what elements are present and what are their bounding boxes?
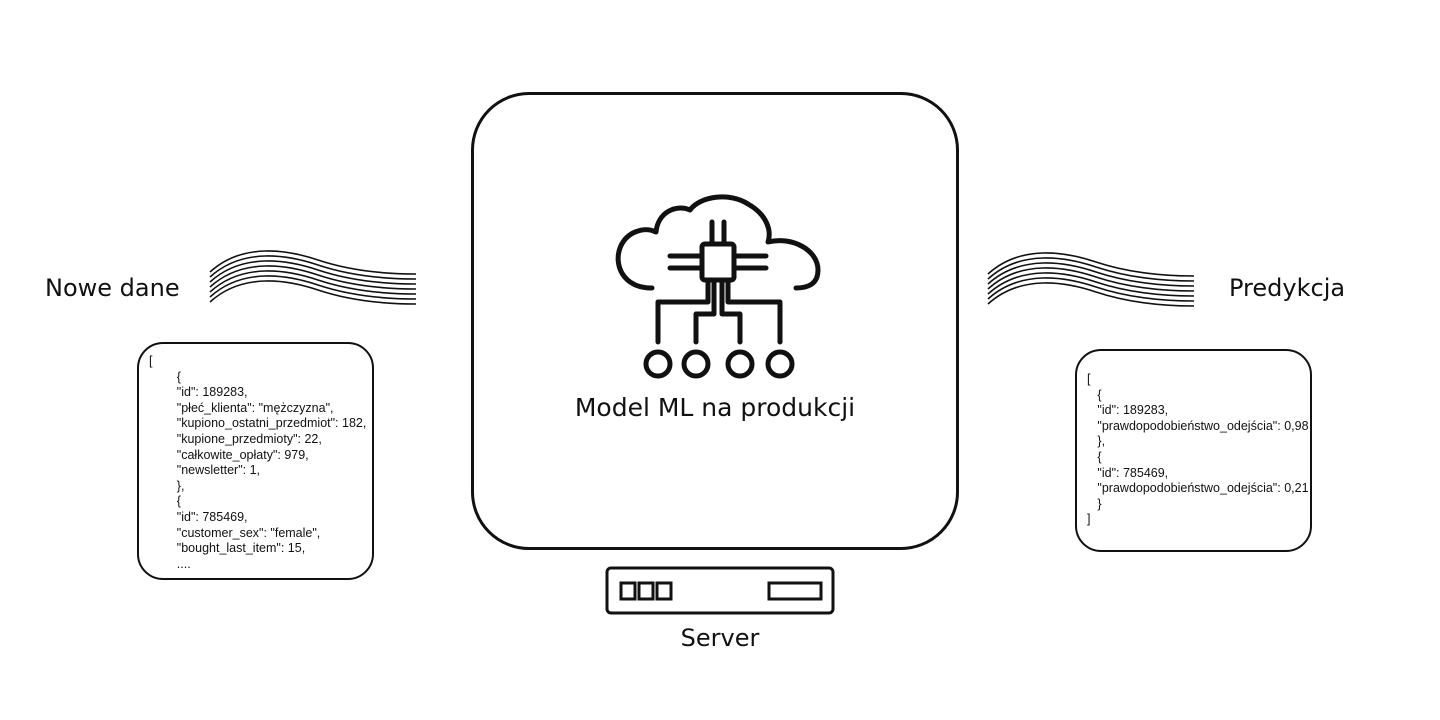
code-line: "kupiono_ostatni_przedmiot": 182, xyxy=(149,416,367,431)
code-line: { xyxy=(149,369,181,384)
code-line: "id": 785469, xyxy=(149,509,248,524)
code-line: { xyxy=(1087,387,1102,402)
code-line: "id": 189283, xyxy=(149,385,248,400)
server-label: Server xyxy=(680,624,760,652)
code-line: [ xyxy=(1087,372,1091,386)
model-title: Model ML na produkcji xyxy=(574,393,856,422)
input-data-card: [ { "id": 189283, "płeć_klienta": "mężcz… xyxy=(137,342,374,580)
model-container xyxy=(471,92,959,550)
code-line: "prawdopodobieństwo_odejścia": 0,98 xyxy=(1087,418,1309,433)
prediction-label: Predykcja xyxy=(1229,274,1346,302)
code-line: { xyxy=(1087,449,1102,464)
code-line: }, xyxy=(149,478,185,493)
code-line: ] xyxy=(1087,512,1091,527)
code-line: .... xyxy=(149,556,191,571)
server-icon xyxy=(605,566,835,615)
code-line: "kupione_przedmioty": 22, xyxy=(149,431,322,446)
code-line: [ xyxy=(149,354,153,368)
code-line: "newsletter": 1, xyxy=(149,463,260,478)
code-line: } xyxy=(1087,496,1102,511)
prediction-output-card: [ { "id": 189283, "prawdopodobieństwo_od… xyxy=(1075,349,1312,552)
code-line: { xyxy=(149,494,181,509)
code-line: "customer_sex": "female", xyxy=(149,525,321,540)
code-line: "płeć_klienta": "mężczyzna", xyxy=(149,400,334,415)
outgoing-prediction-wave-icon xyxy=(987,252,1195,307)
code-line: "id": 785469, xyxy=(1087,465,1169,480)
incoming-data-wave-icon xyxy=(209,250,417,305)
code-line: "prawdopodobieństwo_odejścia": 0,21 xyxy=(1087,481,1309,496)
code-line: "całkowite_opłaty": 979, xyxy=(149,447,309,462)
code-line: }, xyxy=(1087,434,1106,449)
code-line: "id": 189283, xyxy=(1087,403,1169,418)
code-line: "bought_last_item": 15, xyxy=(149,541,306,556)
new-data-label: Nowe dane xyxy=(45,274,180,302)
cloud-chip-icon xyxy=(615,194,821,379)
